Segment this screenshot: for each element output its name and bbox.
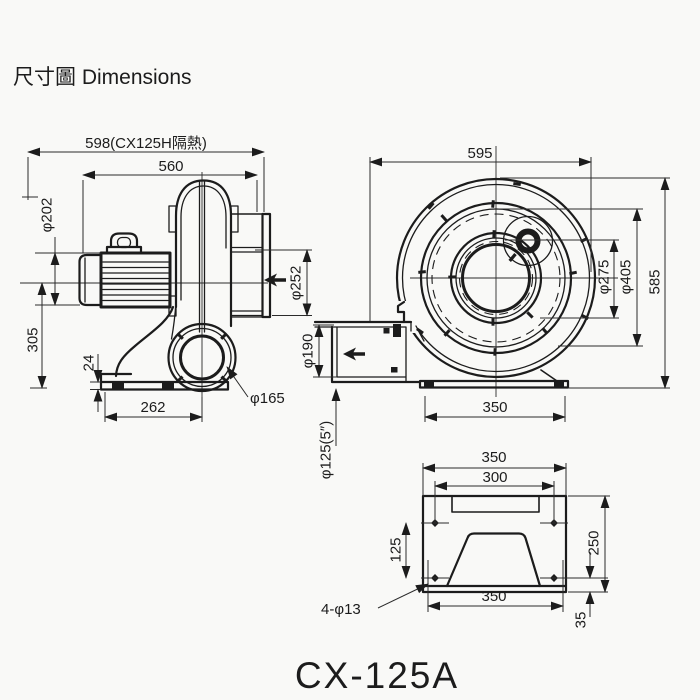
side-dim-housing-length: 560 <box>158 158 183 175</box>
front-foot-pad-right <box>554 382 564 387</box>
bottom-base-notch <box>451 495 540 513</box>
bottom-dim-base-depth: 250 <box>586 530 603 555</box>
side-outlet-flange-outer <box>167 322 237 393</box>
front-ring-dashed-inner <box>458 240 534 316</box>
side-housing-flange-joint <box>198 180 206 333</box>
tick <box>526 311 534 319</box>
tick <box>513 181 521 187</box>
side-outlet-flange-ring <box>172 327 232 388</box>
front-duct-clip-top <box>383 328 390 334</box>
side-outlet-opening <box>179 334 225 381</box>
side-dim-base-thickness: 24 <box>81 355 98 372</box>
model-label: CX-125A <box>295 655 459 696</box>
side-housing-clip-top-right <box>230 205 239 233</box>
tick <box>427 202 435 210</box>
bottom-base-outline <box>421 494 568 594</box>
side-airflow-arrow <box>264 273 286 287</box>
front-base-gusset <box>540 369 558 382</box>
bottom-dim-hole-span-depth: 125 <box>388 537 405 562</box>
side-motor-end-cap <box>78 253 103 307</box>
front-bearing-hub <box>515 228 541 254</box>
front-scroll-step <box>396 300 406 324</box>
tick <box>448 275 456 279</box>
tick <box>491 200 495 208</box>
side-outlet-mark-3 <box>176 375 184 383</box>
side-motor-fins <box>102 261 169 302</box>
tick <box>493 348 497 356</box>
side-centerlines <box>20 172 268 397</box>
front-ring-dashed-outer <box>431 213 561 343</box>
side-inlet-duct-lines <box>230 246 271 318</box>
front-dim-mid-diameter: φ405 <box>618 260 635 295</box>
bottom-view: 350 300 125 250 350 35 4-φ13 <box>321 449 610 628</box>
front-bearing-mark <box>508 253 517 262</box>
bottom-base-cutout <box>445 532 542 588</box>
side-dim-inlet-diameter: φ252 <box>288 266 305 301</box>
bottom-dim-foot-width: 350 <box>481 588 506 605</box>
side-dim-overall-length: 598(CX125H隔熱) <box>85 135 207 152</box>
front-dim-overall-width: 595 <box>467 145 492 162</box>
front-dim-base-width: 350 <box>482 399 507 416</box>
front-suction-opening <box>461 243 531 313</box>
front-bearing-cover <box>502 215 554 267</box>
front-outlet-duct-inner <box>314 326 407 382</box>
tick <box>440 214 448 222</box>
bottom-dim-base-top-width: 350 <box>481 449 506 466</box>
side-outlet-mark-2 <box>176 332 184 340</box>
side-lifting-eyebolt <box>105 232 143 254</box>
bottom-extension-lines <box>421 463 610 612</box>
side-foot-pad-left <box>112 382 124 389</box>
tick <box>443 329 451 337</box>
front-foot-pad-left <box>424 382 434 387</box>
tick <box>492 230 496 238</box>
tick <box>541 327 549 335</box>
front-dim-outlet-pipe: φ125(5″) <box>318 421 335 479</box>
front-scroll-gap-lines <box>410 321 425 342</box>
tick <box>580 313 589 321</box>
side-dim-motor-diameter: φ202 <box>39 198 56 233</box>
front-dim-overall-height: 585 <box>647 269 664 294</box>
front-scroll-outer <box>395 177 597 379</box>
side-dim-center-height: 305 <box>25 327 42 352</box>
tick <box>416 327 424 335</box>
front-view: 595 φ275 φ405 585 φ190 φ125(5″) 350 <box>300 145 670 479</box>
front-airflow-arrow <box>343 347 365 361</box>
front-ring-405-inner <box>426 208 566 348</box>
tick <box>418 270 426 274</box>
side-dim-base-length: 262 <box>140 399 165 416</box>
side-motor-fin-block <box>99 251 172 309</box>
front-scroll-outer-inner <box>401 183 591 373</box>
side-outlet-mark-1 <box>220 332 228 340</box>
side-eyebolt-hole <box>116 236 132 249</box>
front-outlet-duct-outline <box>313 320 422 384</box>
front-dim-outlet-opening: φ190 <box>300 334 317 369</box>
side-pedestal-inner-curve <box>170 301 177 340</box>
side-outlet-mark-4 <box>220 375 228 383</box>
side-foot-pad-right <box>162 382 174 389</box>
bottom-dim-mounting-holes: 4-φ13 <box>321 601 361 618</box>
front-ring-275-inner <box>455 237 537 319</box>
bottom-dim-hole-edge-offset: 35 <box>573 612 590 629</box>
side-housing-clip-top-left <box>168 205 177 233</box>
side-pedestal-curve <box>114 305 175 378</box>
page-title: 尺寸圖 Dimensions <box>13 66 192 89</box>
side-dim-165-leader <box>226 366 249 398</box>
side-dim-outlet-diameter: φ165 <box>250 390 285 407</box>
front-extension-lines <box>313 157 670 422</box>
front-duct-bolt-mark <box>393 324 401 337</box>
front-ring-tick-marks <box>416 181 589 356</box>
side-view: 598(CX125H隔熱) 560 φ202 φ252 305 24 262 φ… <box>20 135 312 422</box>
side-housing-inner-line <box>180 185 227 301</box>
front-dim-inner-diameter: φ275 <box>596 260 613 295</box>
front-duct-clip-bottom <box>391 367 398 373</box>
front-base-plate <box>418 379 570 389</box>
tick <box>491 318 495 326</box>
tick <box>569 270 578 276</box>
bottom-dim-holes-leader <box>377 583 429 609</box>
bottom-dim-hole-span-width: 300 <box>482 469 507 486</box>
side-inlet-flange <box>261 212 272 319</box>
side-housing-outline <box>174 179 233 328</box>
